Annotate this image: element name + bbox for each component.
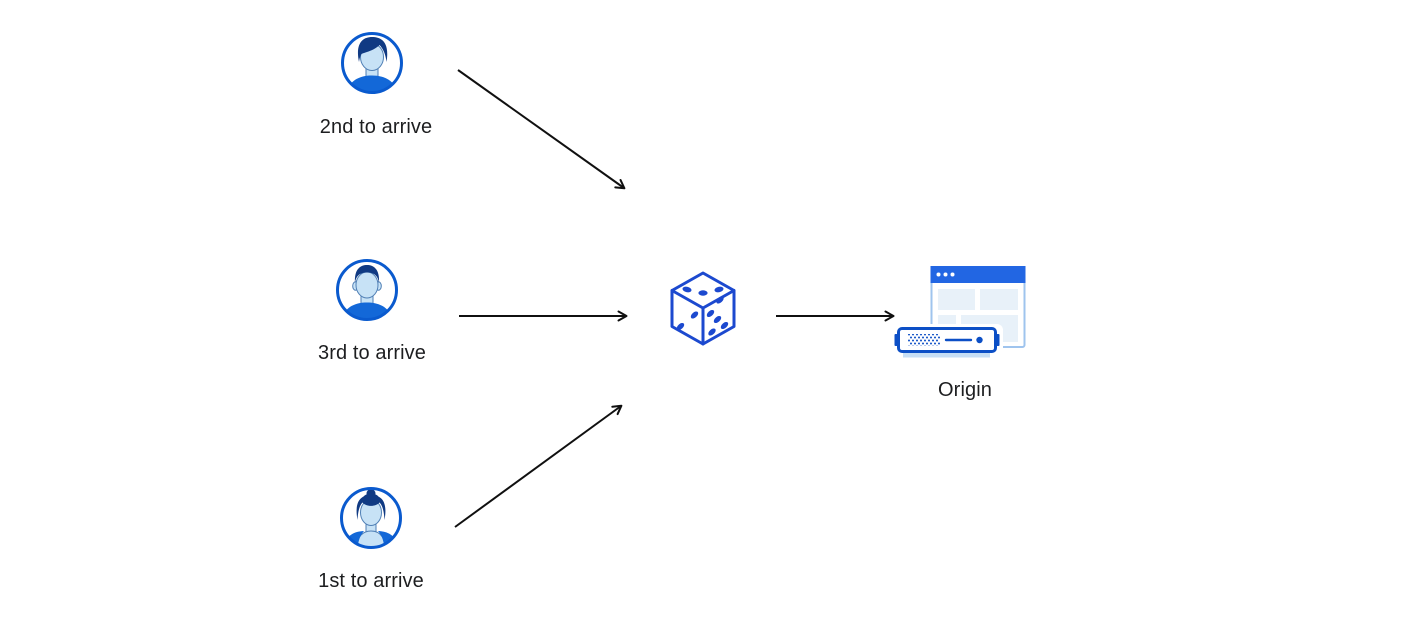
male-swept-hair-avatar-icon [341, 32, 403, 94]
origin-server-browser-icon [893, 266, 1026, 358]
node-label-user-second: 2nd to arrive [319, 116, 433, 138]
female-bun-hair-avatar-icon [340, 487, 402, 549]
node-label-origin: Origin [938, 379, 992, 401]
server-appliance [893, 324, 1003, 358]
dice-icon [670, 271, 736, 346]
male-short-hair-avatar-icon [336, 259, 398, 321]
node-label-user-first: 1st to arrive [318, 570, 424, 592]
arrow-user-first-to-dice [454, 404, 623, 528]
node-label-user-third: 3rd to arrive [317, 342, 427, 364]
arrow-user-second-to-dice [457, 69, 626, 190]
